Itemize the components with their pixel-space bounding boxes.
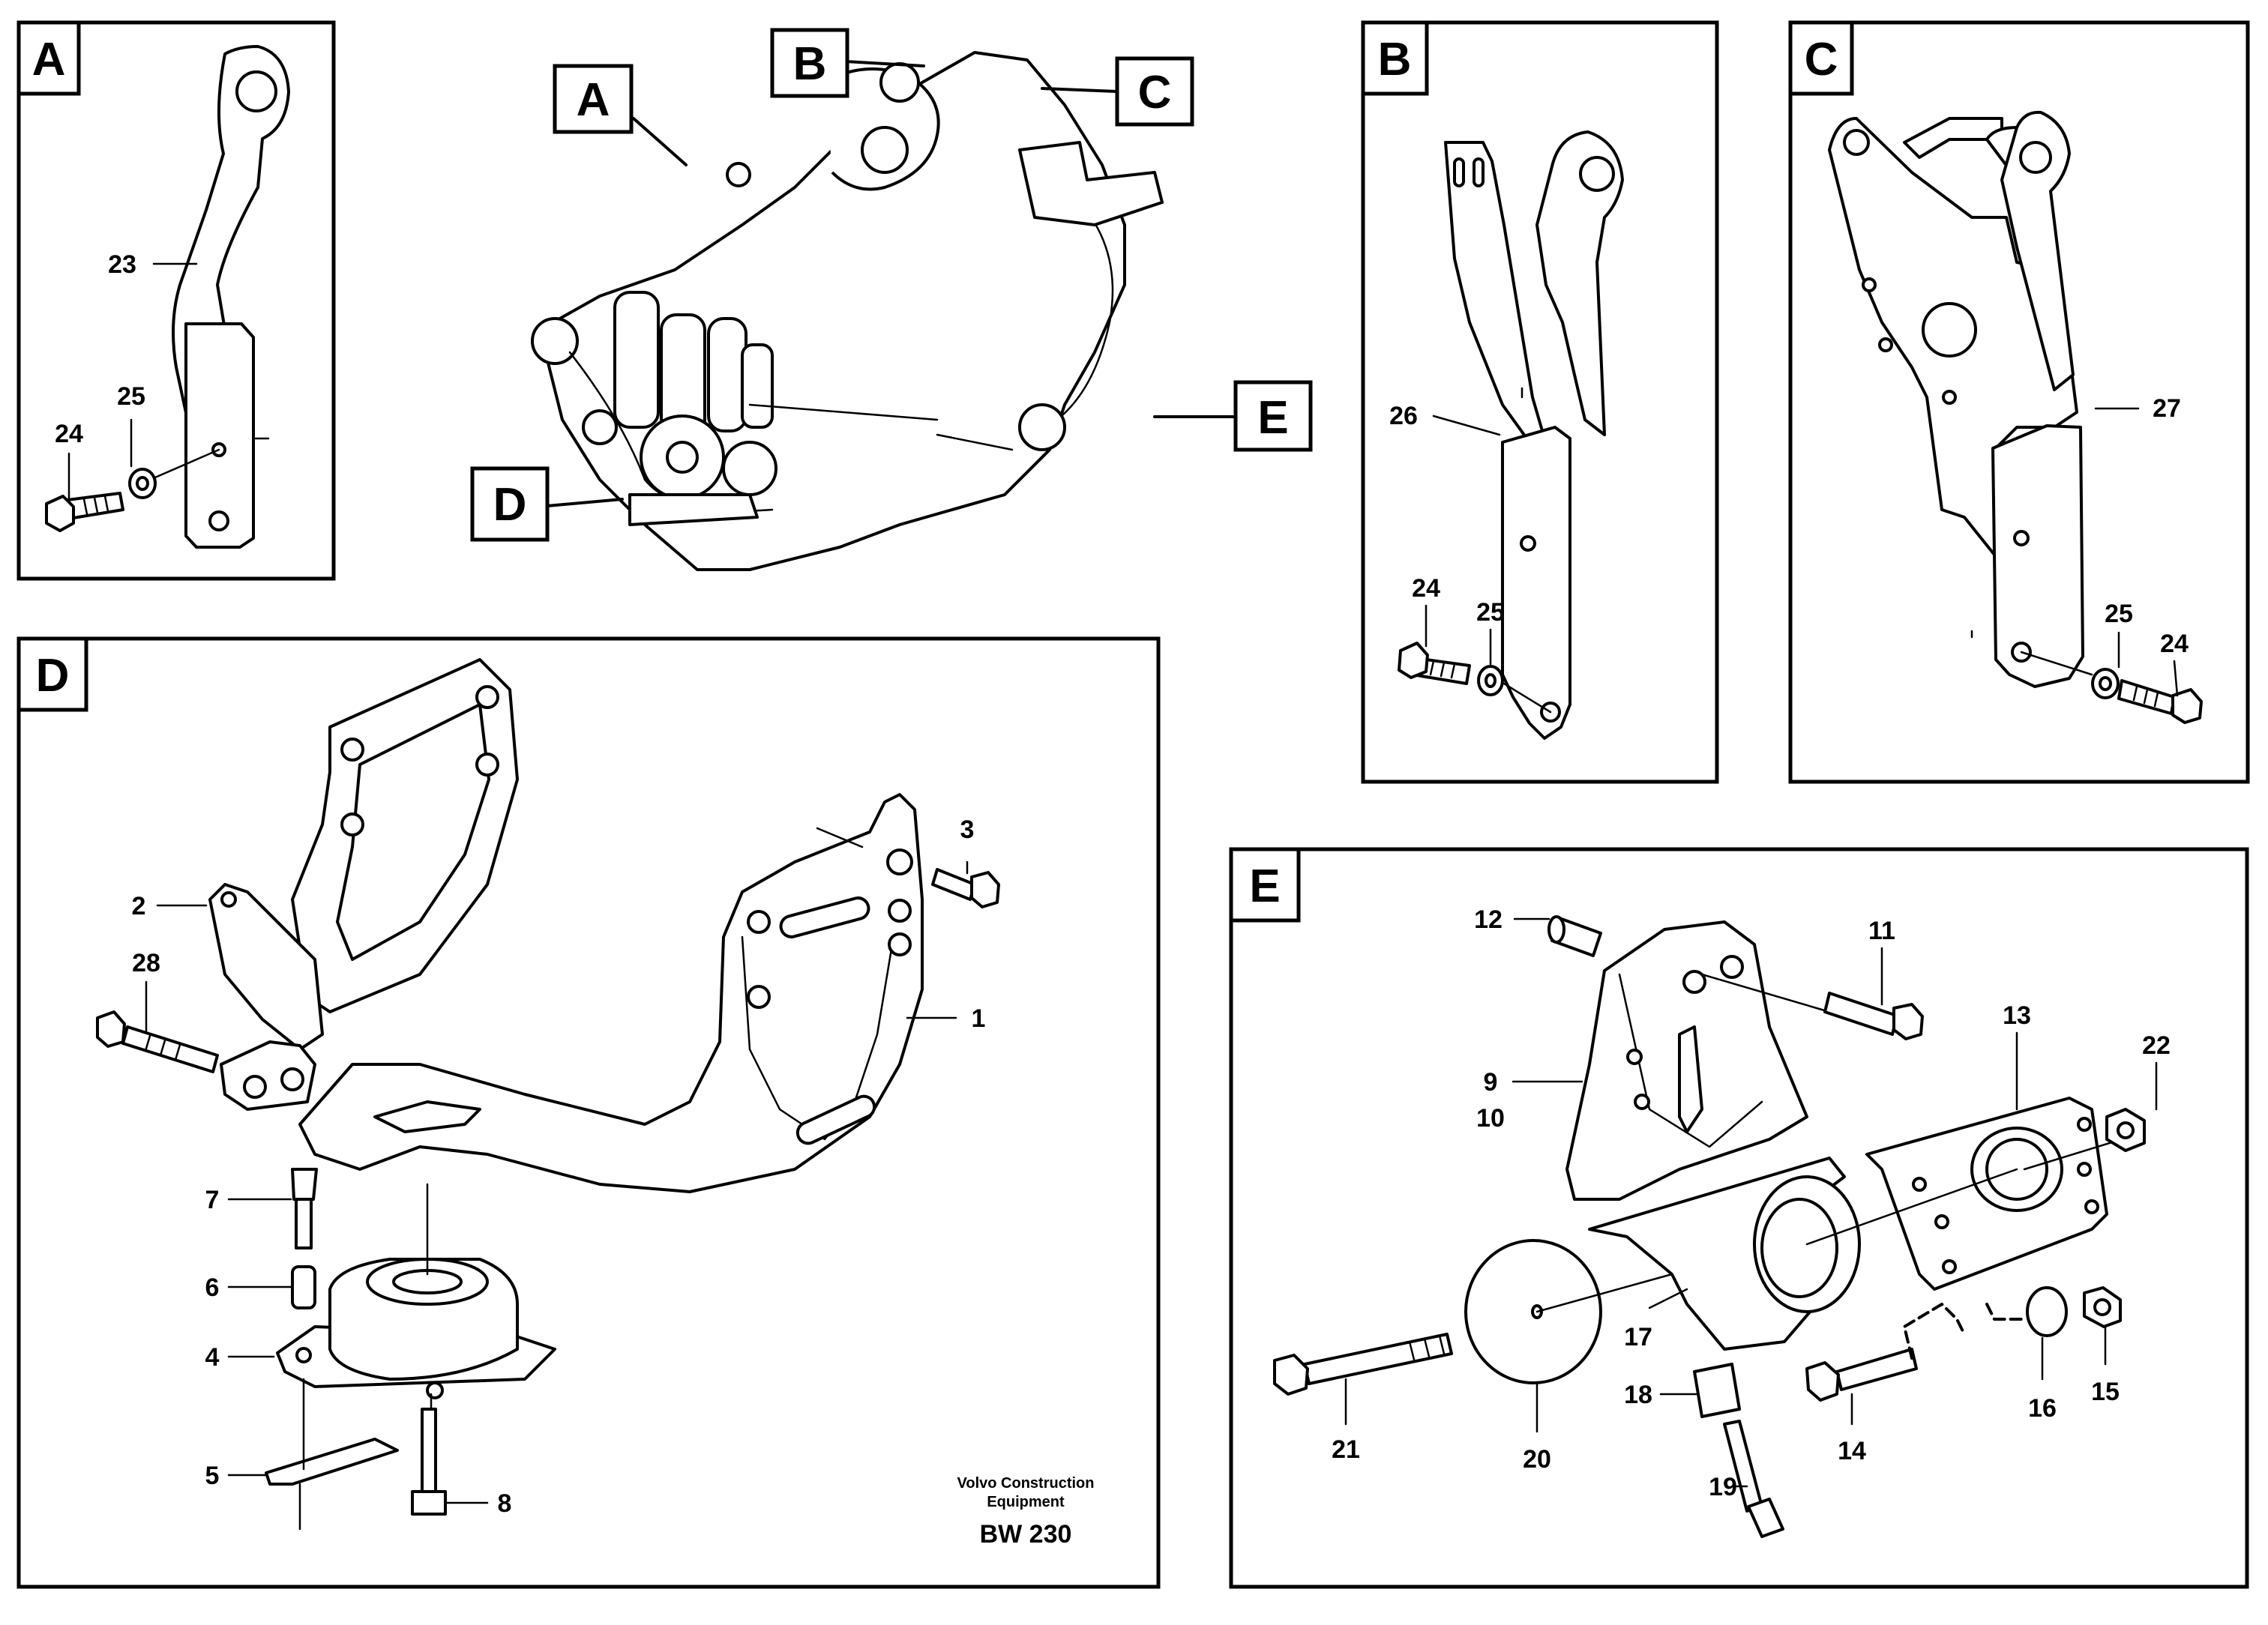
panel-d: D — [16, 636, 1161, 1589]
tag-a: A — [577, 74, 610, 126]
callout-10: 10 — [1476, 1104, 1505, 1133]
callout-24: 24 — [1412, 574, 1440, 603]
panel-c: C 27 25 24 — [1788, 20, 2250, 784]
callout-2: 2 — [132, 892, 146, 920]
panel-a-letter: A — [32, 34, 66, 85]
callout-24: 24 — [55, 420, 83, 448]
tag-e: E — [1257, 392, 1288, 444]
callout-12: 12 — [1474, 905, 1503, 934]
callout-1: 1 — [972, 1004, 986, 1033]
credit-code: BW 230 — [980, 1520, 1072, 1549]
panel-a: A 23 25 24 — [16, 20, 336, 581]
callout-27: 27 — [2153, 394, 2181, 423]
callout-17: 17 — [1624, 1323, 1652, 1351]
engine-overview — [531, 51, 1164, 571]
callout-28: 28 — [132, 949, 160, 977]
tag-c: C — [1138, 67, 1172, 118]
callout-11: 11 — [1868, 917, 1895, 945]
panel-d-letter: D — [36, 650, 70, 702]
callout-26: 26 — [1389, 402, 1418, 430]
callout-8: 8 — [498, 1489, 512, 1518]
callout-9: 9 — [1484, 1068, 1498, 1097]
callout-6: 6 — [205, 1273, 220, 1302]
credit-company: Volvo Construction — [957, 1475, 1095, 1492]
callout-14: 14 — [1838, 1437, 1866, 1465]
callout-20: 20 — [1523, 1445, 1551, 1474]
credit-division: Equipment — [987, 1494, 1065, 1510]
panel-c-letter: C — [1805, 34, 1838, 85]
callout-25: 25 — [2105, 600, 2133, 628]
callout-22: 22 — [2142, 1031, 2171, 1060]
callout-7: 7 — [205, 1186, 220, 1214]
callout-4: 4 — [205, 1343, 220, 1372]
callout-15: 15 — [2091, 1378, 2120, 1406]
callout-18: 18 — [1624, 1381, 1652, 1409]
callout-24: 24 — [2160, 630, 2189, 658]
callout-19: 19 — [1709, 1473, 1737, 1501]
callout-16: 16 — [2028, 1394, 2057, 1423]
panel-b: B 26 24 25 — [1361, 20, 1719, 784]
callout-5: 5 — [205, 1462, 220, 1490]
callout-21: 21 — [1332, 1435, 1360, 1464]
callout-13: 13 — [2003, 1001, 2031, 1030]
overview-tags: A B C D E — [470, 28, 1313, 542]
tag-d: D — [493, 479, 527, 531]
callout-25: 25 — [117, 382, 145, 411]
panel-e-letter: E — [1249, 860, 1280, 912]
callout-3: 3 — [960, 815, 975, 844]
callout-23: 23 — [108, 250, 136, 279]
panel-e: E — [1229, 847, 2249, 1589]
tag-b: B — [793, 38, 827, 90]
callout-25: 25 — [1476, 598, 1505, 627]
panel-b-letter: B — [1378, 34, 1412, 85]
